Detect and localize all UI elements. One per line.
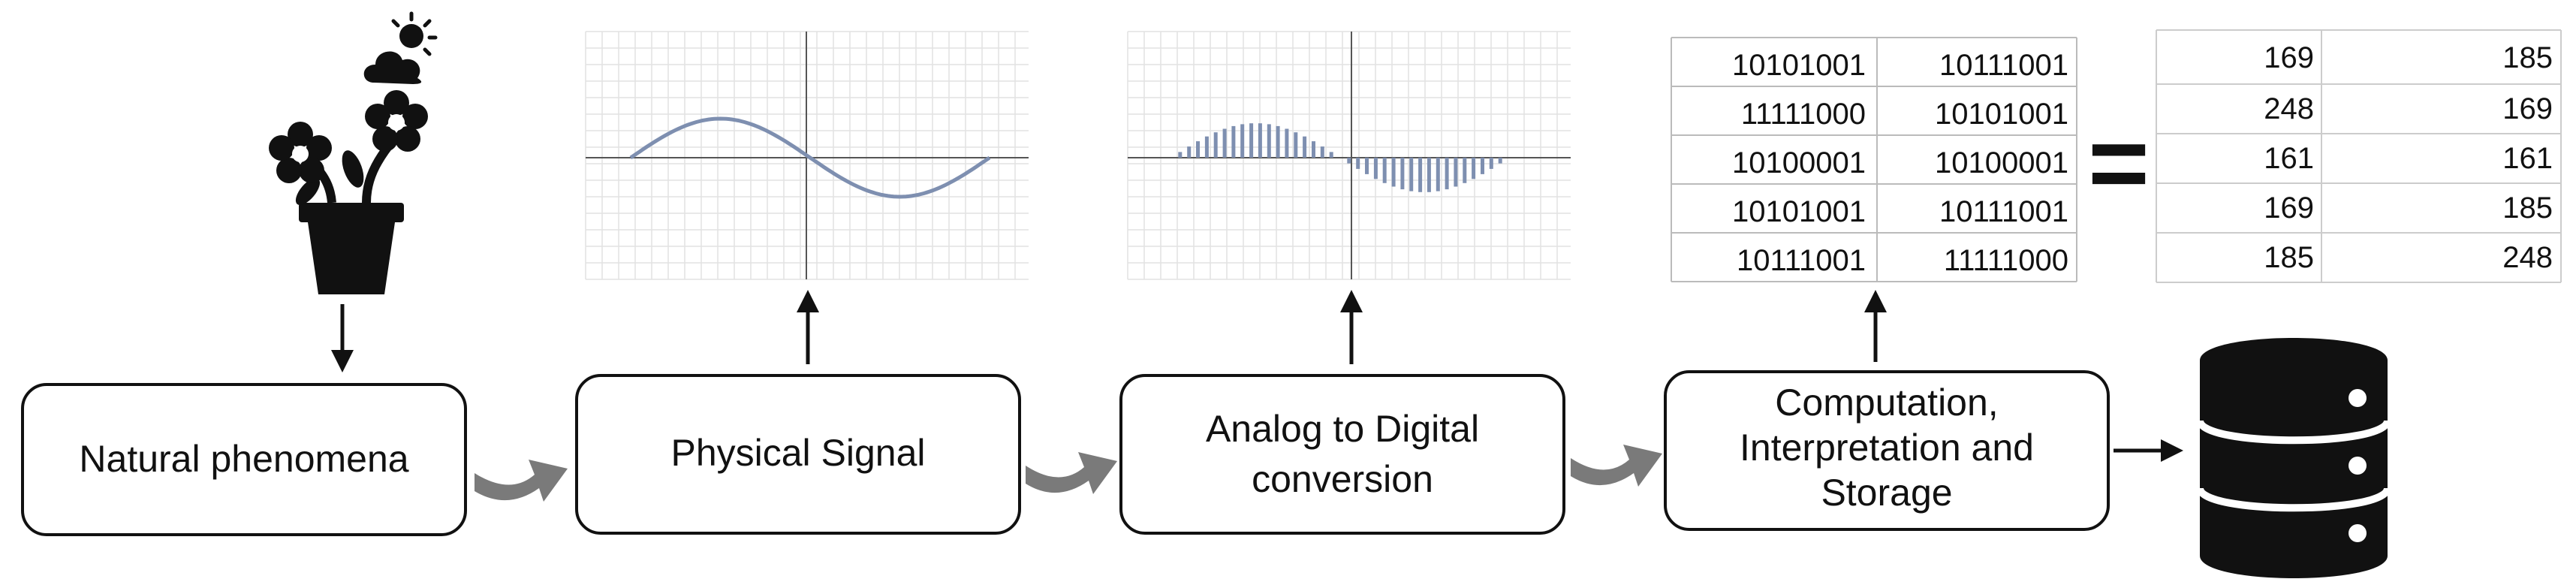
binary-cell: 10101001: [1732, 49, 1866, 82]
curved-arrow-2: [1026, 452, 1117, 494]
decimal-cell: 169: [2264, 41, 2314, 74]
sample-bar: [1187, 146, 1192, 158]
decimal-table: 169 185 248 169 161 161 169 185 185 248: [2156, 29, 2562, 283]
sample-bar: [1258, 123, 1262, 158]
sample-bar: [1418, 158, 1423, 192]
decimal-cell: 248: [2264, 92, 2314, 125]
sample-bar: [1222, 128, 1227, 158]
sample-bar: [1347, 158, 1351, 164]
sample-bar: [1445, 158, 1449, 190]
sample-bar: [1472, 158, 1476, 179]
decimal-cell: 161: [2502, 142, 2553, 175]
decimal-cell: 185: [2502, 41, 2553, 74]
equals-sign: =: [2088, 104, 2150, 222]
binary-cell: 11111000: [1944, 244, 2068, 277]
sample-bar: [1213, 132, 1218, 158]
sample-bar: [1427, 158, 1431, 192]
sine-wave: [629, 116, 991, 199]
sample-bar: [1178, 152, 1183, 158]
sample-bar: [1400, 158, 1405, 190]
stage-box-computation: Computation, Interpretation and Storage: [1664, 370, 2110, 531]
sample-bar: [1498, 158, 1502, 164]
sampled-signal-plot: [1127, 31, 1571, 280]
binary-cell: 10100001: [1732, 146, 1866, 179]
stage-label: Storage: [1821, 472, 1952, 514]
binary-cell: 10111001: [1737, 244, 1866, 277]
sample-bar: [1320, 146, 1324, 158]
sample-bar: [1373, 158, 1378, 179]
sample-bar: [1409, 158, 1414, 191]
sample-bar: [1481, 158, 1484, 174]
stage-label: conversion: [1252, 458, 1433, 500]
sample-bar: [1196, 141, 1200, 158]
sample-bar: [1240, 124, 1245, 158]
curved-arrow-3: [1571, 445, 1662, 487]
sample-bar: [1391, 158, 1396, 187]
sample-bar: [1436, 158, 1440, 191]
sample-bar: [1249, 123, 1254, 158]
sample-bar: [1312, 141, 1315, 158]
stage-label: Interpretation and: [1740, 427, 2034, 469]
sun-cloud-icon: [363, 11, 438, 84]
sample-bar: [1231, 125, 1236, 158]
sample-bar: [1294, 132, 1298, 158]
binary-cell: 10101001: [1935, 98, 2068, 131]
decimal-cell: 161: [2264, 142, 2314, 175]
sample-bar: [1267, 124, 1271, 158]
database-icon: [2196, 338, 2391, 578]
stage-box-adc: Analog to Digital conversion: [1119, 374, 1565, 535]
sample-bar: [1303, 136, 1307, 158]
binary-cell: 10100001: [1935, 146, 2068, 179]
stage-label: Analog to Digital: [1206, 408, 1479, 450]
sample-bar: [1489, 158, 1493, 169]
decimal-cell: 248: [2502, 241, 2553, 274]
sample-bar: [1285, 128, 1289, 158]
sample-bar: [1276, 125, 1280, 158]
stage-label: Computation,: [1775, 381, 1998, 424]
sample-bars: [1178, 123, 1502, 192]
binary-table: 10101001 10111001 11111000 10101001 1010…: [1671, 37, 2077, 282]
binary-cell: 10101001: [1732, 195, 1866, 228]
binary-cell: 11111000: [1741, 98, 1866, 131]
sample-bar: [1382, 158, 1387, 183]
binary-cell: 10111001: [1939, 195, 2068, 228]
decimal-cell: 169: [2264, 191, 2314, 225]
decimal-cell: 169: [2502, 92, 2553, 125]
sample-bar: [1365, 158, 1369, 174]
sample-bar: [1463, 158, 1467, 183]
sample-bar: [1204, 136, 1209, 158]
stage-label: Natural phenomena: [79, 438, 408, 480]
decimal-cell: 185: [2264, 241, 2314, 274]
flower-pot-icon: [269, 90, 428, 294]
stage-box-natural-phenomena: Natural phenomena: [21, 383, 467, 536]
sample-bar: [1454, 158, 1458, 187]
sample-bar: [1356, 158, 1360, 169]
decimal-cell: 185: [2502, 191, 2553, 225]
curved-arrow-1: [475, 460, 568, 502]
sample-bar: [1329, 152, 1333, 158]
analog-signal-plot: [585, 31, 1029, 280]
stage-box-physical-signal: Physical Signal: [575, 374, 1021, 535]
binary-cell: 10111001: [1939, 49, 2068, 82]
stage-label: Physical Signal: [670, 432, 925, 474]
